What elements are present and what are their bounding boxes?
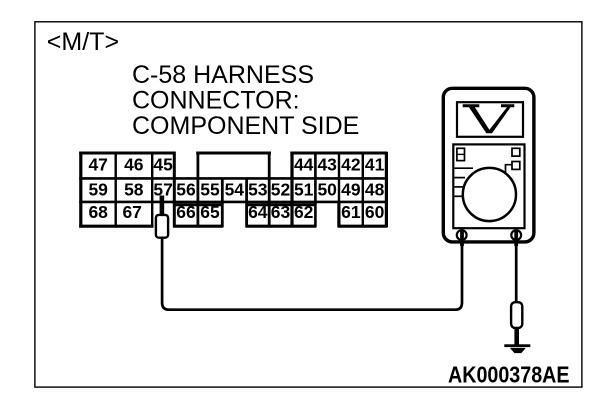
svg-text:54: 54 xyxy=(225,179,245,199)
svg-text:57: 57 xyxy=(153,179,172,199)
svg-text:48: 48 xyxy=(365,179,385,199)
svg-text:<M/T>: <M/T> xyxy=(47,28,119,56)
svg-text:63: 63 xyxy=(271,202,291,222)
svg-text:45: 45 xyxy=(153,155,173,175)
svg-text:52: 52 xyxy=(271,179,291,199)
svg-text:59: 59 xyxy=(88,179,108,199)
svg-text:61: 61 xyxy=(341,202,361,222)
svg-text:58: 58 xyxy=(124,179,144,199)
svg-text:53: 53 xyxy=(248,179,268,199)
svg-text:41: 41 xyxy=(365,155,385,175)
svg-text:43: 43 xyxy=(317,155,337,175)
svg-text:44: 44 xyxy=(294,155,314,175)
svg-text:65: 65 xyxy=(200,202,220,222)
svg-text:67: 67 xyxy=(122,202,141,222)
svg-text:AK000378AE: AK000378AE xyxy=(448,362,570,388)
svg-text:CONNECTOR:: CONNECTOR: xyxy=(132,87,300,115)
svg-text:50: 50 xyxy=(317,179,337,199)
svg-text:68: 68 xyxy=(88,202,108,222)
svg-text:64: 64 xyxy=(248,202,268,222)
svg-text:49: 49 xyxy=(341,179,361,199)
svg-text:C-58 HARNESS: C-58 HARNESS xyxy=(132,61,314,89)
svg-text:COMPONENT SIDE: COMPONENT SIDE xyxy=(132,112,359,140)
svg-text:42: 42 xyxy=(341,155,361,175)
svg-text:55: 55 xyxy=(200,179,220,199)
svg-text:66: 66 xyxy=(176,202,196,222)
svg-text:51: 51 xyxy=(294,179,314,199)
svg-text:62: 62 xyxy=(294,202,314,222)
svg-text:46: 46 xyxy=(124,155,144,175)
svg-text:56: 56 xyxy=(176,179,196,199)
svg-text:60: 60 xyxy=(365,202,385,222)
svg-text:47: 47 xyxy=(88,155,107,175)
